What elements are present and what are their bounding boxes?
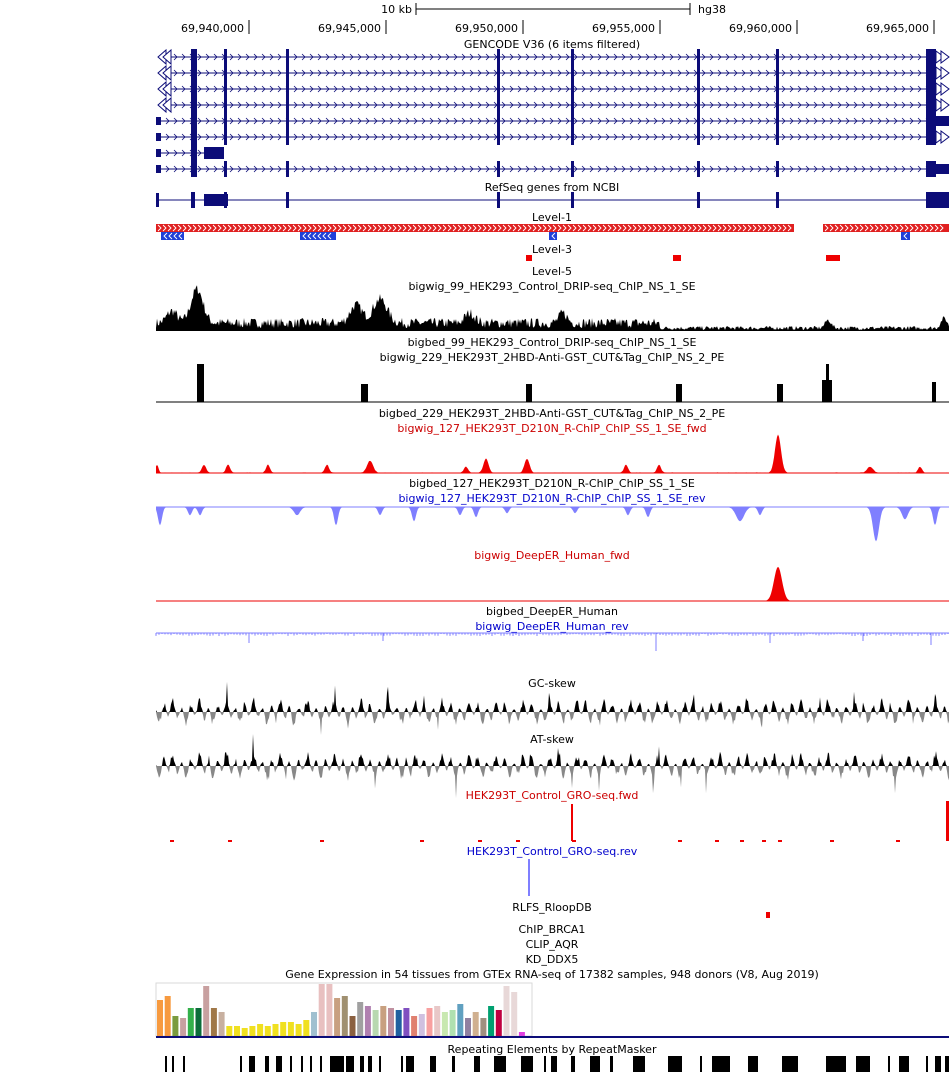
- level-3-features[interactable]: [526, 255, 840, 261]
- track-label-gro-fwd: HEK293T_Control_GRO-seq.fwd: [466, 789, 639, 802]
- ruler-tick-6: 69,965,000: [866, 22, 929, 35]
- gro-seq-fwd-signal[interactable]: [170, 801, 949, 842]
- assembly-label: hg38: [698, 3, 726, 16]
- track-label-repeatmasker: Repeating Elements by RepeatMasker: [448, 1043, 657, 1056]
- repeatmasker-blocks[interactable]: [165, 1056, 949, 1072]
- cuttag-signal[interactable]: [156, 364, 949, 403]
- track-label-drip-bigbed: bigbed_99_HEK293_Control_DRIP-seq_ChIP_N…: [408, 336, 697, 349]
- scale-bar: 10 kb hg38: [381, 3, 726, 16]
- track-label-cuttag-bigwig: bigwig_229_HEK293T_2HBD-Anti-GST_CUT&Tag…: [380, 351, 725, 364]
- ruler-tick-5: 69,960,000: [729, 22, 792, 35]
- track-label-level-3: Level-3: [532, 243, 572, 256]
- track-label-rlfs: RLFS_RloopDB: [512, 901, 592, 914]
- level-1-features[interactable]: [156, 224, 949, 240]
- ruler-tick-1: 69,940,000: [181, 22, 244, 35]
- track-label-drip-bigwig: bigwig_99_HEK293_Control_DRIP-seq_ChIP_N…: [408, 280, 695, 293]
- track-label-refseq: RefSeq genes from NCBI: [485, 181, 620, 194]
- gencode-gene-models[interactable]: [156, 48, 950, 177]
- track-label-level-5: Level-5: [532, 265, 572, 278]
- track-label-clip-aqr: CLIP_AQR: [526, 938, 579, 951]
- drip-seq-signal[interactable]: [156, 285, 949, 331]
- at-skew-signal[interactable]: [156, 734, 949, 798]
- ruler-tick-3: 69,950,000: [455, 22, 518, 35]
- track-label-rchip-fwd: bigwig_127_HEK293T_D210N_R-ChIP_ChIP_SS_…: [397, 422, 706, 435]
- rchip-rev-signal[interactable]: [156, 506, 949, 542]
- track-label-cuttag-bigbed: bigbed_229_HEK293T_2HBD-Anti-GST_CUT&Tag…: [379, 407, 725, 420]
- track-label-gc-skew: GC-skew: [528, 677, 576, 690]
- rlfs-feature[interactable]: [766, 912, 770, 918]
- ruler-tick-4: 69,955,000: [592, 22, 655, 35]
- track-label-gro-rev: HEK293T_Control_GRO-seq.rev: [467, 845, 638, 858]
- refseq-gene-model[interactable]: [156, 192, 949, 208]
- gtex-expression-bars[interactable]: [155, 982, 949, 1038]
- rchip-fwd-signal[interactable]: [156, 434, 949, 474]
- position-ruler: 69,940,000 69,945,000 69,950,000 69,955,…: [181, 20, 935, 35]
- track-label-deeper-bigbed: bigbed_DeepER_Human: [486, 605, 618, 618]
- scale-bar-label: 10 kb: [381, 3, 412, 16]
- track-label-rchip-rev: bigwig_127_HEK293T_D210N_R-ChIP_ChIP_SS_…: [398, 492, 706, 505]
- track-label-gtex: Gene Expression in 54 tissues from GTEx …: [285, 968, 819, 981]
- track-label-deeper-fwd: bigwig_DeepER_Human_fwd: [474, 549, 629, 562]
- track-label-deeper-rev: bigwig_DeepER_Human_rev: [475, 620, 629, 633]
- deeper-rev-signal[interactable]: [155, 632, 949, 651]
- ruler-tick-2: 69,945,000: [318, 22, 381, 35]
- track-label-level-1: Level-1: [532, 211, 572, 224]
- track-label-gencode: GENCODE V36 (6 items filtered): [464, 38, 640, 51]
- deeper-fwd-signal[interactable]: [156, 566, 949, 602]
- track-label-at-skew: AT-skew: [530, 733, 574, 746]
- track-label-rchip-bigbed: bigbed_127_HEK293T_D210N_R-ChIP_ChIP_SS_…: [409, 477, 695, 490]
- track-label-kd-ddx5: KD_DDX5: [526, 953, 579, 966]
- gc-skew-signal[interactable]: [156, 681, 949, 735]
- track-label-chip-brca1: ChIP_BRCA1: [519, 923, 586, 936]
- gro-seq-rev-signal[interactable]: [528, 859, 530, 896]
